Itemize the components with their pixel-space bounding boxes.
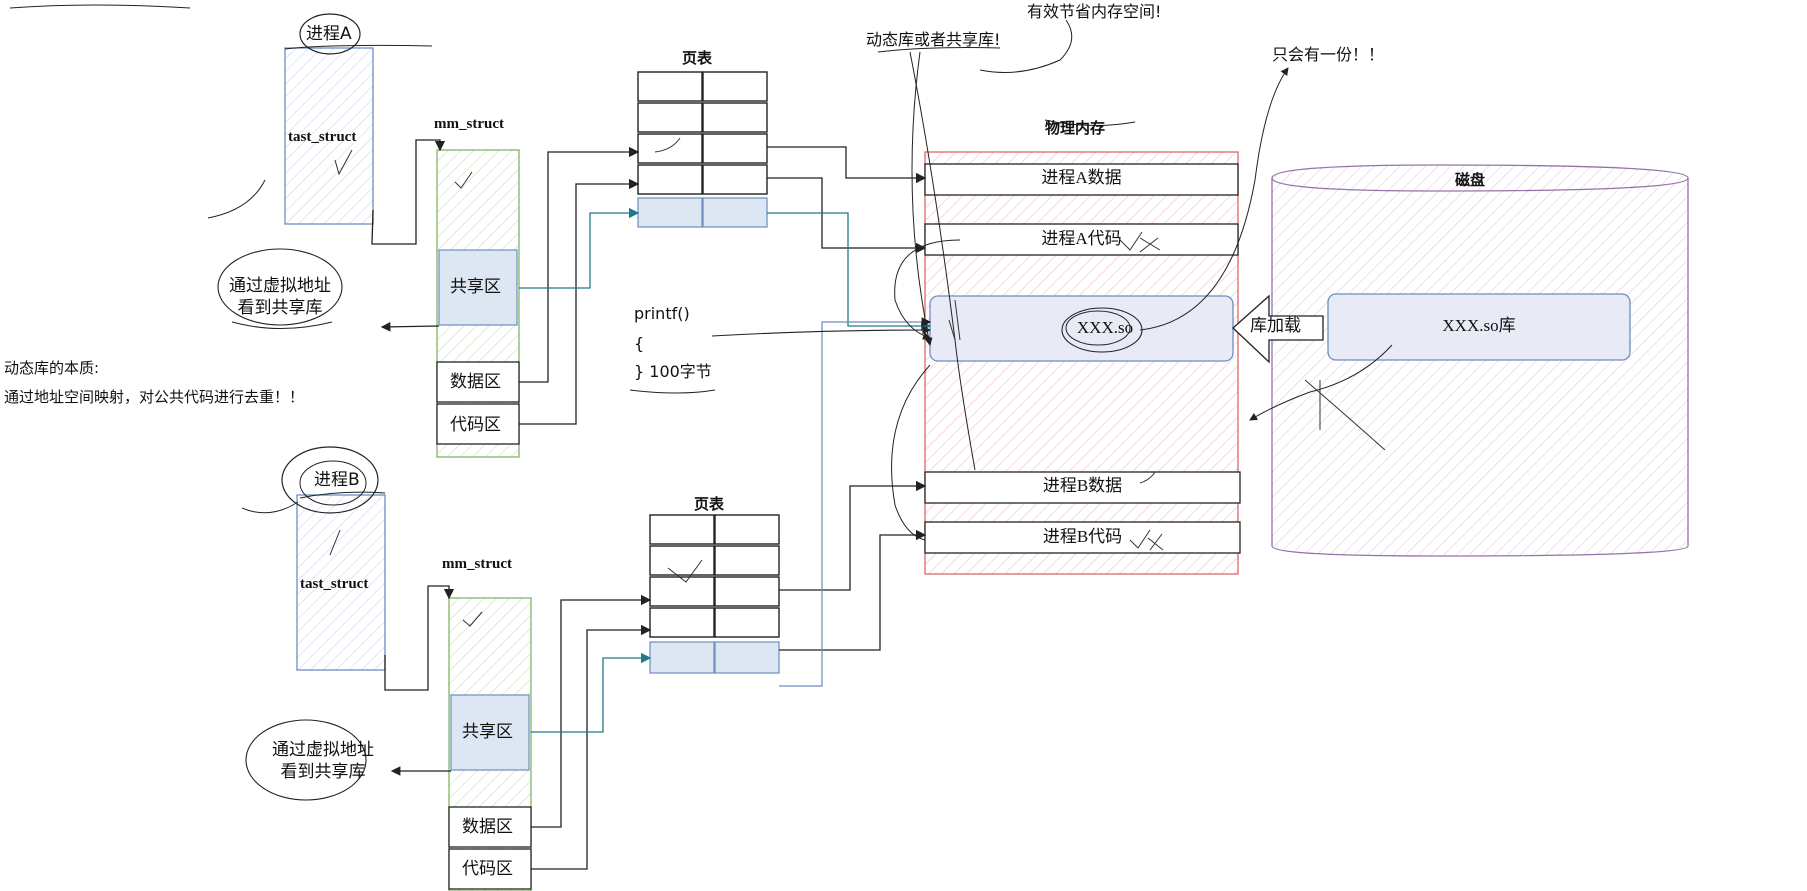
a-data-slot [924, 163, 1239, 196]
note-b-circle [245, 719, 367, 801]
disk-lib-box [1327, 293, 1631, 361]
a-code-slot [924, 223, 1239, 256]
b-data-label: 进程B数据 [1042, 476, 1123, 495]
printf-arrow [711, 325, 932, 337]
task-struct-b-label: tast_struct [300, 576, 369, 592]
process-a-title: 进程A [306, 24, 352, 44]
page-table-a-title: 页表 [682, 49, 713, 67]
shared-region-b-label: 共享区 [462, 722, 513, 742]
task-struct-a-label: tast_struct [288, 129, 357, 145]
task-struct-a-box [284, 47, 374, 225]
data-region-b-label: 数据区 [462, 817, 513, 837]
physical-memory-title: 物理内存 [1045, 119, 1106, 137]
task-to-mm-arrow-a [371, 139, 446, 245]
task-to-mm-arrow-b [384, 585, 455, 691]
b-code-slot [924, 521, 1241, 554]
code-region-b-box [448, 848, 532, 890]
note-b-line2: 看到共享库 [280, 762, 366, 782]
load-label: 库加载 [1250, 316, 1301, 336]
process-b-group [241, 446, 532, 891]
code-line-1: printf() [634, 304, 690, 323]
physical-memory-box [924, 151, 1239, 575]
so-label: XXX.so [1076, 318, 1134, 337]
shared-region-a-box [438, 249, 518, 326]
mm-struct-a-label: mm_struct [434, 116, 504, 132]
code-region-b-label: 代码区 [462, 859, 513, 879]
essence-body: 通过地址空间映射，对公共代码进行去重！！ [4, 388, 305, 406]
load-arrow [1232, 294, 1324, 364]
process-b-title: 进程B [314, 470, 360, 490]
data-region-a-label: 数据区 [450, 372, 501, 392]
task-struct-b-box [296, 494, 386, 671]
code-region-a-label: 代码区 [450, 415, 501, 435]
process-b-circle [281, 446, 379, 514]
page-table-a [637, 71, 768, 228]
b-code-label: 进程B代码 [1042, 527, 1123, 546]
note-only-one: 只会有一份！！ [1272, 45, 1385, 64]
note-a-circle [217, 248, 343, 326]
disk-lib-label: XXX.so库 [1442, 316, 1516, 335]
code-line-2: { [634, 334, 645, 353]
note-a-line1: 通过虚拟地址 [229, 276, 331, 296]
note-b-line1: 通过虚拟地址 [272, 740, 374, 760]
note-save-memory: 有效节省内存空间! [1027, 2, 1162, 21]
data-region-b-box [448, 806, 532, 848]
process-a-group [207, 13, 520, 458]
mm-struct-b-label: mm_struct [442, 556, 512, 572]
physical-memory [924, 119, 1241, 575]
connectors-a [519, 146, 932, 425]
code-line-3: } 100字节 [634, 362, 712, 381]
note-a-line2: 看到共享库 [237, 298, 323, 318]
disk [1249, 164, 1689, 557]
shared-to-note-arrow-a [380, 322, 440, 332]
page-table-b [649, 514, 780, 674]
essence-title: 动态库的本质: [4, 359, 100, 377]
disk-title: 磁盘 [1455, 171, 1486, 189]
process-a-circle [299, 13, 361, 55]
note-dynamic-lib: 动态库或者共享库! [866, 30, 1001, 49]
connectors-b [531, 317, 932, 870]
b-data-slot [924, 471, 1241, 504]
a-code-label: 进程A代码 [1041, 229, 1122, 248]
shared-region-a-label: 共享区 [450, 277, 501, 297]
a-data-label: 进程A数据 [1041, 168, 1122, 187]
code-region-a-box [436, 403, 520, 445]
shared-region-b-box [450, 694, 530, 771]
data-region-a-box [436, 361, 520, 403]
page-table-b-title: 页表 [694, 495, 725, 513]
annotation-strokes [9, 4, 1289, 541]
